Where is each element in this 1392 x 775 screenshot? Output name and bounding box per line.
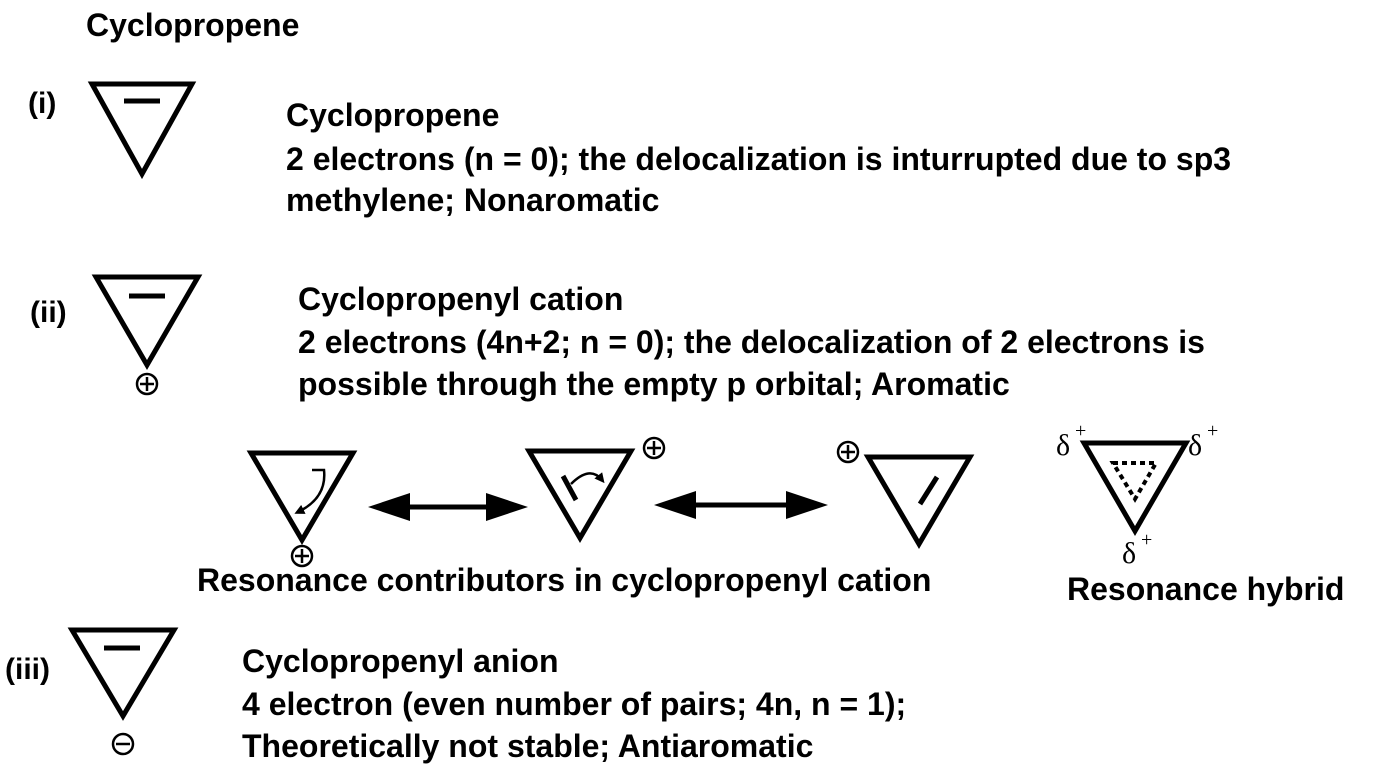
section-ii-line-3: possible through the empty p orbital; Ar… [298,366,1010,402]
resonance-contributors-caption: Resonance contributors in cyclopropenyl … [197,562,931,598]
double-bond-line [917,475,940,506]
resonance-contributor-3 [836,440,975,549]
double-bond-line [560,474,579,502]
resonance-double-arrow-icon [654,491,828,519]
svg-text:+: + [1075,420,1086,442]
negative-charge-icon [111,732,135,756]
svg-text:δ: δ [1188,429,1202,462]
positive-charge-icon [135,372,159,396]
page-title: Cyclopropene [86,7,299,43]
positive-charge-icon [836,440,860,464]
section-i-line-2: 2 electrons (n = 0); the delocalization … [286,141,1231,177]
curved-arrow-icon [570,472,605,485]
svg-text:+: + [1207,420,1218,442]
cation-ring [91,274,203,370]
resonance-contributor-1 [246,450,358,568]
contributor-ring [863,454,975,549]
section-iii-line-3: Theoretically not stable; Antiaromatic [242,728,813,764]
partial-charge-top-left: δ + [1056,420,1086,462]
section-i-name: Cyclopropene [286,97,499,133]
contributor-ring [246,450,358,545]
svg-text:+: + [1141,529,1152,551]
curved-arrow-icon [294,468,326,514]
section-i-line-3: methylene; Nonaromatic [286,182,659,218]
cyclopropene-ring [87,81,197,180]
section-i-label: (i) [28,87,56,120]
anion-ring [67,627,179,721]
svg-text:δ: δ [1056,429,1070,462]
partial-charge-bottom: δ + [1122,529,1152,570]
section-iii-label: (iii) [5,653,50,686]
cyclopropenyl-anion-structure [67,627,179,756]
delocalized-dotted-ring [1109,461,1160,503]
cyclopropene-structure [87,81,197,180]
resonance-hybrid: δ + δ + δ + [1056,420,1218,570]
cyclopropenyl-cation-structure [91,274,203,396]
section-ii-label: (ii) [30,296,67,329]
section-ii-line-2: 2 electrons (4n+2; n = 0); the delocaliz… [298,324,1205,360]
contributor-ring [524,448,636,543]
resonance-double-arrow-icon [368,493,528,521]
svg-text:δ: δ [1122,537,1136,570]
resonance-hybrid-caption: Resonance hybrid [1067,571,1344,607]
hybrid-ring [1079,440,1191,536]
positive-charge-icon [290,544,314,568]
section-ii-name: Cyclopropenyl cation [298,281,623,317]
resonance-contributor-2 [524,436,666,543]
partial-charge-top-right: δ + [1188,420,1218,462]
section-iii-line-2: 4 electron (even number of pairs; 4n, n … [242,686,906,722]
positive-charge-icon [642,436,666,460]
section-iii-name: Cyclopropenyl anion [242,643,558,679]
